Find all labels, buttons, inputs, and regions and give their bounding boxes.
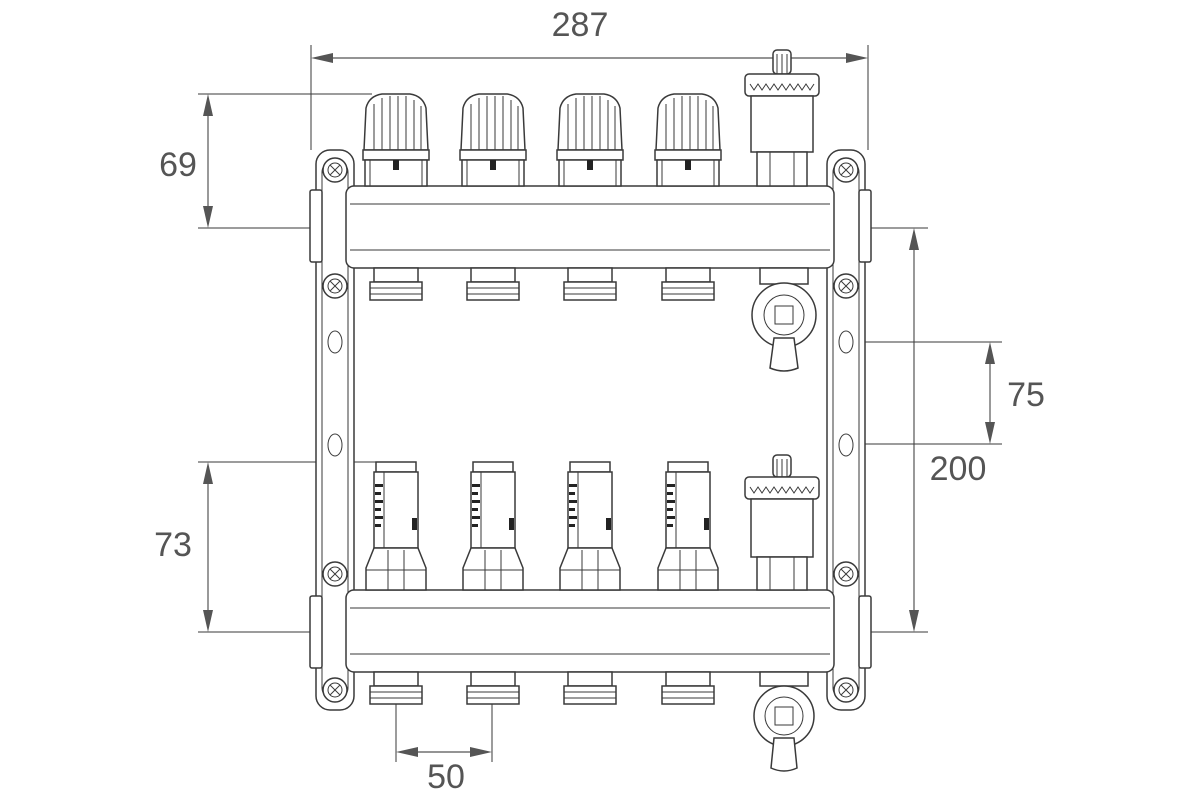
bottom-manifold-bar — [345, 589, 835, 673]
dim-bracket-spacing: 75 — [1007, 376, 1045, 414]
bottom-outlet-2 — [466, 671, 520, 705]
dim-top-height: 69 — [159, 146, 197, 184]
valve-cap-1 — [362, 93, 430, 187]
flow-meter-2 — [462, 461, 524, 591]
flow-meter-1 — [365, 461, 427, 591]
dim-overall-width: 287 — [552, 6, 609, 44]
bolt-icon — [833, 273, 859, 299]
bolt-icon — [833, 677, 859, 703]
dim-bottom-height: 73 — [154, 526, 192, 564]
dim-outlet-spacing: 50 — [427, 758, 465, 796]
valve-cap-4 — [654, 93, 722, 187]
bolt-icons — [322, 157, 859, 703]
flow-meter-4 — [657, 461, 719, 591]
top-outlet-3 — [563, 267, 617, 301]
top-outlet-1 — [369, 267, 423, 301]
valve-cap-2 — [459, 93, 527, 187]
air-vent-bottom — [744, 454, 820, 591]
bottom-outlet-3 — [563, 671, 617, 705]
drain-valve-bottom — [753, 671, 815, 772]
air-vent-top — [744, 49, 820, 187]
bottom-outlet-4 — [661, 671, 715, 705]
bolt-icon — [322, 561, 348, 587]
bolt-icon — [322, 677, 348, 703]
bolt-icon — [833, 157, 859, 183]
top-outlet-4 — [661, 267, 715, 301]
bolt-icon — [833, 561, 859, 587]
bottom-outlet-1 — [369, 671, 423, 705]
valve-cap-3 — [556, 93, 624, 187]
dim-bar-spacing: 200 — [930, 450, 987, 488]
bolt-icon — [322, 157, 348, 183]
top-manifold-bar — [345, 185, 835, 269]
bolt-icon — [322, 273, 348, 299]
dimension-lines — [198, 45, 1002, 762]
drain-valve-top — [751, 267, 817, 372]
top-outlet-2 — [466, 267, 520, 301]
flow-meter-3 — [559, 461, 621, 591]
